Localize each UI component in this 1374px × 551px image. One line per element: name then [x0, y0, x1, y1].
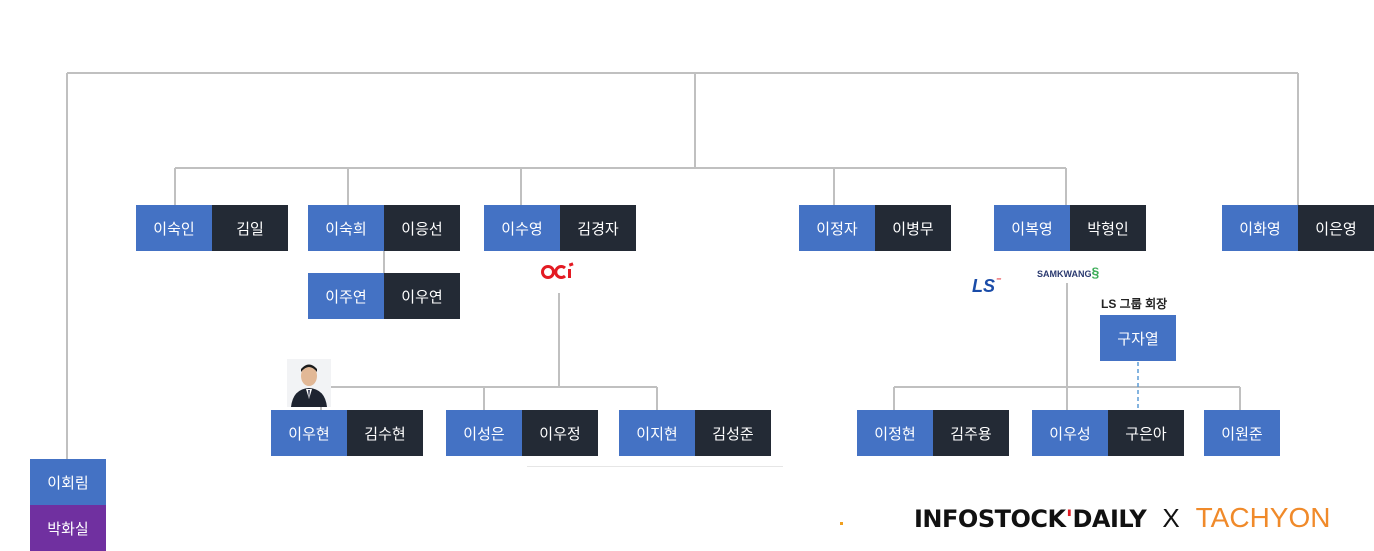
samkwang-logo-icon: SAMKWANG§: [1037, 264, 1100, 280]
grandchild-node-5: 이우성 구은아: [1032, 410, 1184, 456]
child-spouse: 이병무: [875, 205, 951, 251]
child-spouse: 김일: [212, 205, 288, 251]
child-person: 이화영: [1222, 205, 1298, 251]
grandchild-person: 이원준: [1204, 410, 1280, 456]
child-node-6: 이화영 이은영: [1222, 205, 1374, 251]
grandchild-spouse: 김주용: [933, 410, 1009, 456]
grandchild-person: 이주연: [308, 273, 384, 319]
grandchild-node-6: 이원준: [1204, 410, 1280, 456]
grandchild-person: 이우현: [271, 410, 347, 456]
root-person: 이회림: [30, 459, 106, 505]
child-spouse: 김경자: [560, 205, 636, 251]
grandchild-spouse: 구은아: [1108, 410, 1184, 456]
child-person: 이정자: [799, 205, 875, 251]
child-node-5: 이복영 박형인: [994, 205, 1146, 251]
oci-logo-mark: [541, 262, 574, 279]
grandchild-person: 이정현: [857, 410, 933, 456]
grandchild-node-4: 이정현 김주용: [857, 410, 1009, 456]
child-node-3: 이수영 김경자: [484, 205, 636, 251]
footer-brand: INFOSTOCK'DAILY X TACHYON: [914, 502, 1330, 534]
grandchild-spouse: 김수현: [347, 410, 423, 456]
grandchild-node-2: 이성은 이우정: [446, 410, 598, 456]
divider: [527, 466, 783, 467]
in-law-title: LS 그룹 회장: [1101, 297, 1168, 311]
ls-logo-icon: LS⁻: [972, 276, 1001, 296]
grandchild-spouse: 김성준: [695, 410, 771, 456]
grandchild-spouse: 이우연: [384, 273, 460, 319]
ls-logo-text: LS: [972, 276, 996, 296]
child-node-4: 이정자 이병무: [799, 205, 951, 251]
child-spouse: 박형인: [1070, 205, 1146, 251]
grandchild-spouse: 이우정: [522, 410, 598, 456]
grandchild-person: 이우성: [1032, 410, 1108, 456]
samkwang-logo-text: SAMKWANG: [1037, 269, 1092, 279]
daily-text: DAILY: [1072, 505, 1147, 533]
brand-separator: X: [1162, 503, 1180, 533]
root-couple-node: 이회림 박화실: [30, 459, 106, 551]
grandchild-node-sukhee: 이주연 이우연: [308, 273, 460, 319]
child-node-2: 이숙희 이응선: [308, 205, 460, 251]
person-portrait-icon: [287, 359, 331, 407]
child-person: 이숙희: [308, 205, 384, 251]
child-spouse: 이은영: [1298, 205, 1374, 251]
tachyon-logo: TACHYON: [1195, 502, 1331, 533]
grandchild-node-3: 이지현 김성준: [619, 410, 771, 456]
infostock-text: INFOSTOCK: [914, 505, 1066, 533]
root-spouse: 박화실: [30, 505, 106, 551]
infostock-logo: INFOSTOCK'DAILY: [914, 505, 1147, 533]
child-person: 이복영: [994, 205, 1070, 251]
decorative-dot: [840, 522, 843, 525]
in-law-node: 구자열: [1100, 315, 1176, 361]
oci-logo-icon: [541, 262, 575, 285]
grandchild-person: 이성은: [446, 410, 522, 456]
grandchild-person: 이지현: [619, 410, 695, 456]
child-spouse: 이응선: [384, 205, 460, 251]
child-node-1: 이숙인 김일: [136, 205, 288, 251]
grandchild-node-1: 이우현 김수현: [271, 410, 423, 456]
child-person: 이수영: [484, 205, 560, 251]
in-law-person: 구자열: [1100, 315, 1176, 361]
child-person: 이숙인: [136, 205, 212, 251]
